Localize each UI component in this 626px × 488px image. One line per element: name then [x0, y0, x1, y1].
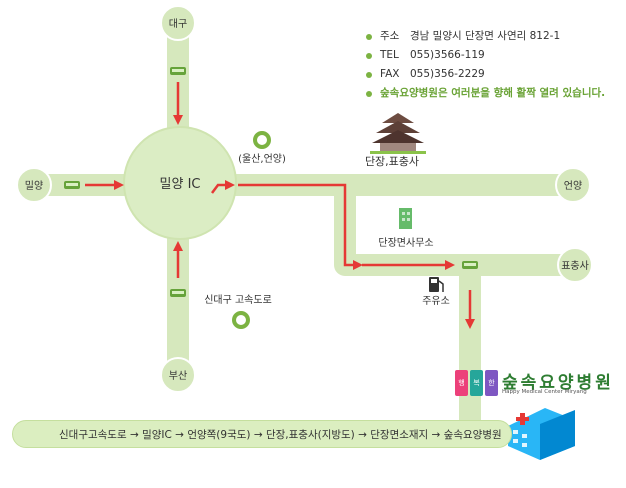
node-miryang: 밀양: [16, 167, 52, 203]
office-building-icon: [399, 208, 412, 229]
svg-text:대구: 대구: [169, 18, 187, 30]
temple-label: 단장,표충사: [365, 155, 419, 168]
gas-station-label: 주유소: [422, 295, 450, 307]
miryang-ic-circle: [123, 126, 237, 240]
fax-row: FAX 055)356-2229: [366, 65, 605, 84]
bus-icon: [64, 181, 80, 189]
route-directions-text: 신대구고속도로 → 밀양IC → 언양쪽(9국도) → 단장,표충사(지방도) …: [59, 428, 502, 441]
temple-icon: [370, 113, 426, 154]
node-busan: 부산: [160, 357, 196, 393]
miryang-ic-label: 밀양 IC: [160, 177, 201, 192]
logo-title: 숲속요양병원: [502, 373, 614, 393]
node-eonyang: 언양: [555, 167, 591, 203]
bus-icon: [462, 261, 478, 269]
logo-blocks: 행 복 한: [455, 370, 498, 396]
bus-icon: [170, 67, 186, 75]
contact-info: 주소 경남 밀양시 단장면 사연리 812-1 TEL 055)3566-119…: [366, 27, 605, 103]
hospital-building-icon: [508, 408, 575, 460]
logo-block: 복: [470, 370, 483, 396]
bullet-icon: [366, 33, 372, 40]
bullet-icon: [366, 71, 372, 78]
hospital-logo: 행 복 한 숲속요양병원 Happy Medical Center Miryan…: [455, 368, 615, 402]
logo-subtitle: Happy Medical Center Miryang: [502, 389, 587, 395]
node-pyochungsa: 표충사: [557, 247, 593, 283]
route-arrows: [85, 82, 475, 329]
ulsan-eonyang-label: (울산,언양): [238, 153, 286, 165]
svg-text:밀양: 밀양: [25, 180, 43, 192]
greeting-text: 숲속요양병원은 여러분을 향해 활짝 열려 있습니다.: [380, 87, 606, 99]
svg-text:부산: 부산: [169, 370, 187, 382]
address-row: 주소 경남 밀양시 단장면 사연리 812-1: [366, 27, 605, 46]
node-daegu: 대구: [160, 5, 196, 41]
location-marker-icon: [253, 131, 271, 149]
route-directions-bar: 신대구고속도로 → 밀양IC → 언양쪽(9국도) → 단장,표충사(지방도) …: [12, 420, 512, 448]
office-label: 단장면사무소: [378, 237, 433, 249]
gas-pump-icon: [429, 277, 444, 292]
tel-text: 055)3566-119: [410, 49, 485, 61]
logo-block: 행: [455, 370, 468, 396]
fax-text: 055)356-2229: [410, 68, 485, 80]
greeting-row: 숲속요양병원은 여러분을 향해 활짝 열려 있습니다.: [366, 84, 605, 103]
address-text: 경남 밀양시 단장면 사연리 812-1: [410, 30, 561, 42]
bus-icon: [170, 289, 186, 297]
bullet-icon: [366, 90, 372, 97]
logo-block: 한: [485, 370, 498, 396]
svg-text:표충사: 표충사: [561, 260, 589, 272]
tel-row: TEL 055)3566-119: [366, 46, 605, 65]
bullet-icon: [366, 52, 372, 59]
location-marker-icon: [232, 311, 250, 329]
svg-text:언양: 언양: [564, 180, 582, 192]
expressway-label: 신대구 고속도로: [204, 294, 272, 306]
